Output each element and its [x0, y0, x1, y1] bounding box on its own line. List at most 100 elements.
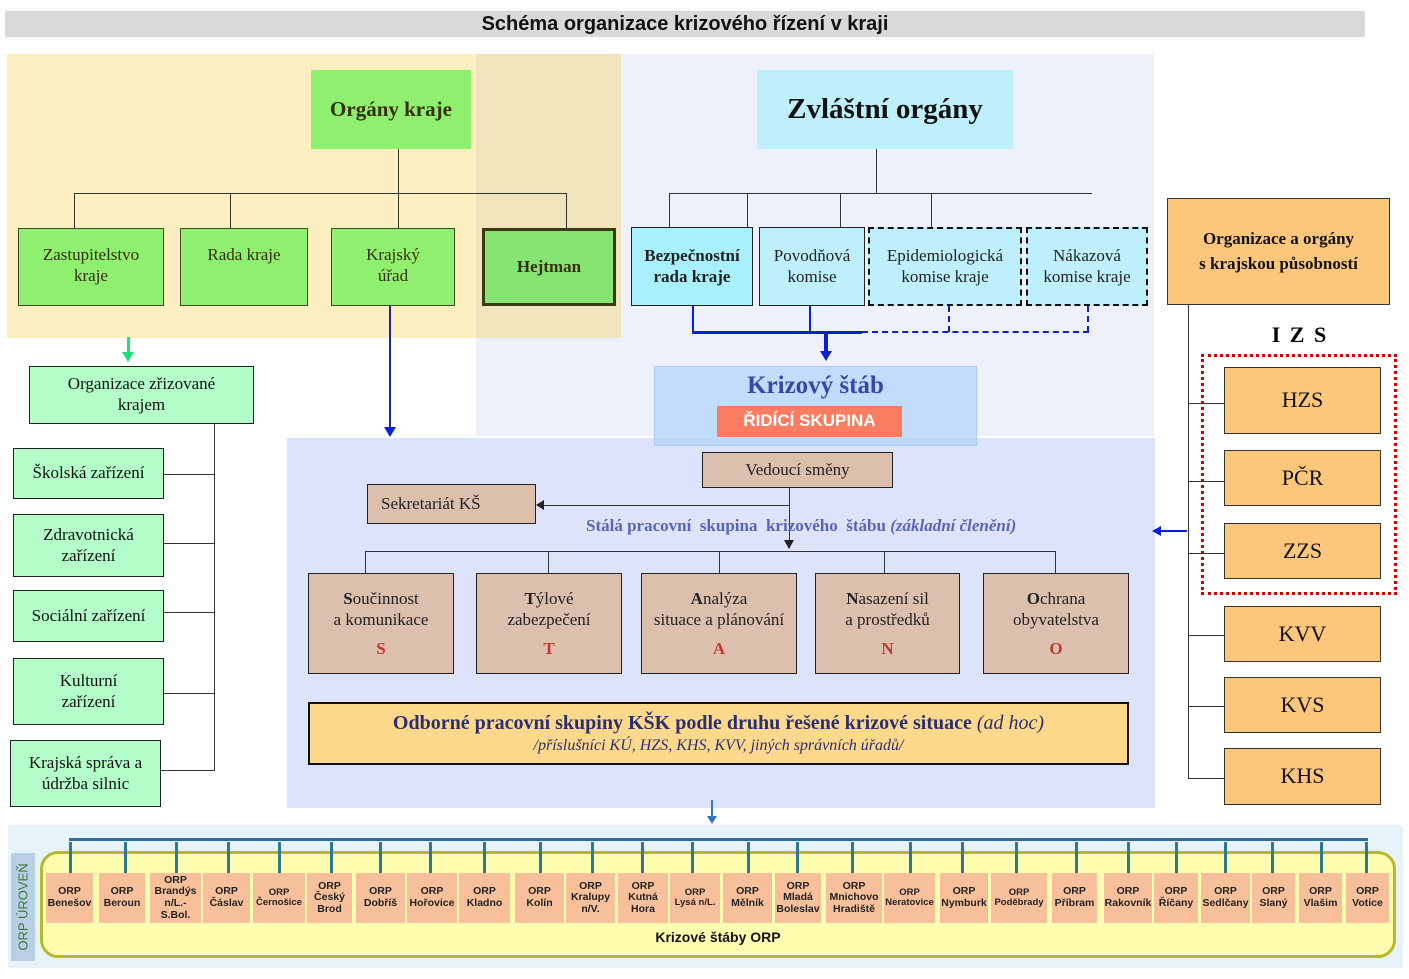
staff-group-box[interactable]: Součinnost a komunikace S [308, 573, 454, 674]
zdravotnicka-label: Zdravotnická zařízení [43, 524, 134, 565]
orp-prefix: ORP [786, 879, 810, 892]
krajsky-urad-box[interactable]: Krajský úřad [331, 228, 455, 306]
nakazova-komise-box[interactable]: Nákazová komise kraje [1026, 227, 1148, 306]
vedouci-smeny-box[interactable]: Vedoucí směny [702, 452, 893, 488]
staff-group-line2: a prostředků [845, 609, 930, 629]
izs-zzs-box[interactable]: ZZS [1224, 523, 1381, 579]
zzs-label: ZZS [1282, 537, 1323, 563]
connector [1055, 551, 1056, 573]
staff-group-box[interactable]: Nasazení sil a prostředků N [815, 573, 960, 674]
izs-hzs-box[interactable]: HZS [1224, 367, 1381, 434]
staff-group-line2: situace a plánování [653, 609, 785, 629]
ridici-skupina-badge[interactable]: ŘIDÍCÍ SKUPINA [717, 406, 902, 437]
kvs-box[interactable]: KVS [1224, 677, 1381, 733]
orp-connector [796, 842, 799, 874]
arrow-shaft [389, 306, 391, 428]
orp-unit-name: Boleslav [776, 902, 820, 915]
orp-connector [330, 842, 333, 874]
orp-unit-name: Votice [1352, 897, 1383, 909]
staff-group-box[interactable]: Analýza situace a plánování A [641, 573, 797, 674]
orp-prefix: ORP [1063, 885, 1086, 898]
orp-prefix: ORP [579, 879, 602, 892]
connector [1188, 706, 1224, 707]
skolska-zarizeni-box[interactable]: Školská zařízení [13, 448, 164, 499]
orp-prefix: ORP [842, 879, 866, 892]
connector [543, 505, 789, 506]
orp-prefix: ORP [420, 885, 444, 898]
sekretariat-box[interactable]: Sekretariát KŠ [367, 484, 536, 524]
orp-prefix: ORP [1356, 885, 1379, 898]
organizace-zrizovane-box[interactable]: Organizace zřizované krajem [29, 366, 254, 424]
connector [163, 693, 214, 694]
connector [747, 193, 748, 228]
connector [163, 612, 214, 613]
zvlastni-organy-box[interactable]: Zvláštní orgány [757, 70, 1013, 149]
arrow-shaft [711, 800, 713, 817]
krajska-sprava-silnic-box[interactable]: Krajská správa a údržba silnic [10, 740, 161, 807]
orp-connector [379, 842, 382, 874]
orp-connector [1075, 842, 1078, 874]
connector [163, 543, 214, 544]
krajska-pusobnost-box[interactable]: Organizace a orgány s krajskou působnost… [1167, 198, 1390, 305]
orp-prefix: ORP [473, 885, 496, 898]
zdravotnicka-zarizeni-box[interactable]: Zdravotnická zařízení [13, 514, 164, 577]
connector [1188, 305, 1189, 779]
odborne-skupiny-box[interactable]: Odborné pracovní skupiny KŠK podle druhu… [308, 702, 1129, 765]
socialni-zarizeni-box[interactable]: Sociální zařízení [13, 590, 164, 642]
rada-kraje-box[interactable]: Rada kraje [180, 228, 308, 306]
orp-connector [747, 842, 750, 874]
orp-unit-name: Nymburk [941, 897, 987, 909]
connector [163, 474, 214, 475]
staff-group-box[interactable]: Týlové zabezpečení T [476, 573, 622, 674]
orp-unit-name: Hořovice [409, 897, 455, 909]
bezpecnostni-rada-label: Bezpečnostní rada kraje [644, 245, 740, 286]
hejtman-box[interactable]: Hejtman [482, 228, 616, 306]
kvv-box[interactable]: KVV [1224, 606, 1381, 662]
connector [1188, 553, 1224, 554]
connector [669, 193, 1092, 194]
connector [1188, 635, 1224, 636]
zastupitelstvo-box[interactable]: Zastupitelstvo kraje [18, 228, 164, 306]
staff-group-box[interactable]: Ochrana obyvatelstva O [983, 573, 1129, 674]
organy-kraje-box[interactable]: Orgány kraje [311, 70, 471, 149]
staff-group-letter: O [1049, 639, 1063, 659]
vedouci-smeny-label: Vedoucí směny [745, 459, 850, 479]
staff-group-name: asazení sil [858, 589, 929, 608]
povodnova-komise-box[interactable]: Povodňová komise [759, 227, 865, 306]
staff-group-initial: N [846, 589, 859, 608]
bezpecnostni-rada-box[interactable]: Bezpečnostní rada kraje [631, 227, 753, 306]
kulturni-zarizeni-box[interactable]: Kulturní zařízení [13, 658, 164, 725]
khs-box[interactable]: KHS [1224, 748, 1381, 805]
hejtman-label: Hejtman [516, 256, 582, 276]
epidemiologicka-komise-box[interactable]: Epidemiologická komise kraje [868, 227, 1022, 306]
izs-pcr-box[interactable]: PČR [1224, 450, 1381, 506]
orp-connector [591, 842, 594, 874]
staff-group-name: nalýza [702, 589, 748, 608]
